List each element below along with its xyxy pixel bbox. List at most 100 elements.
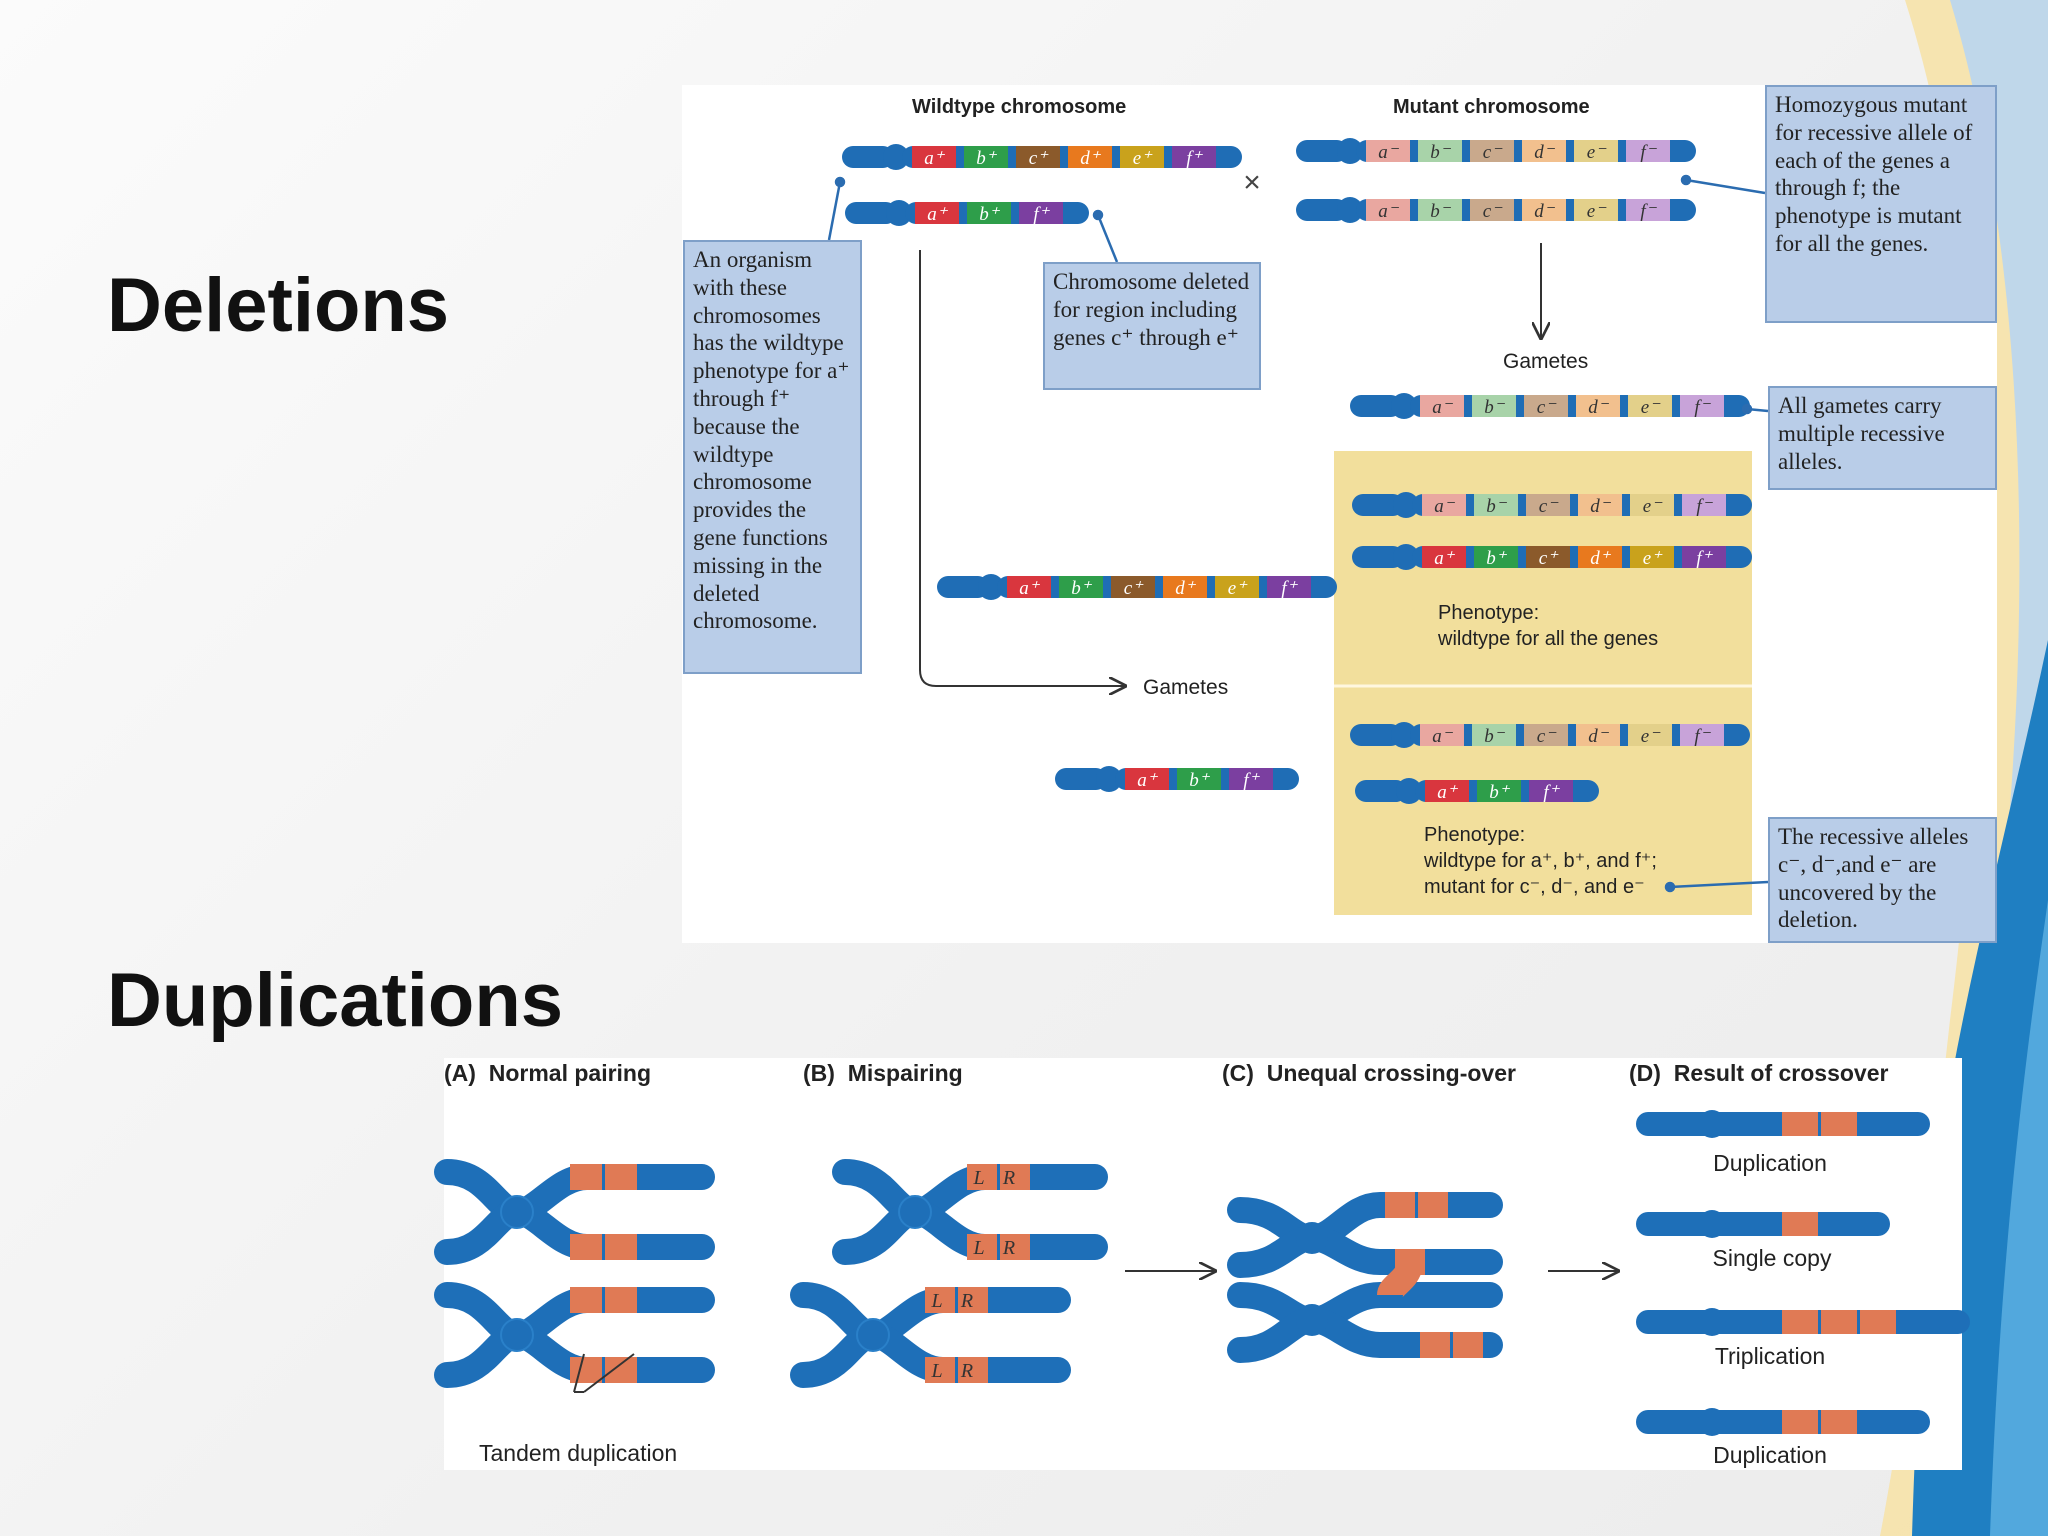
gene-label-a: a⁺ (1137, 770, 1159, 791)
mutant-chromosome-title: Mutant chromosome (1393, 96, 1590, 118)
gene-band-b (1418, 199, 1462, 221)
gene-label-f: f⁺ (1281, 578, 1298, 599)
centromere (1337, 197, 1363, 223)
gene-band-a (1366, 140, 1410, 162)
gene-band-f (1267, 576, 1311, 598)
chromosome-box1-mutant: a⁻b⁻c⁻d⁻e⁻f⁻ (1352, 492, 1752, 518)
gene-band-a (912, 146, 956, 168)
chromosome-arm (1055, 768, 1107, 790)
tandem-pointer (573, 1353, 635, 1393)
gene-band-f (1626, 199, 1670, 221)
result-chromosome-3 (1636, 1308, 1970, 1336)
gene-label-c: c⁻ (1537, 397, 1557, 418)
chromosome-gamete-wt-full: a⁺b⁺c⁺d⁺e⁺f⁺ (937, 574, 1337, 600)
gene-band-b (1418, 140, 1462, 162)
deletion-chromosomes: a⁺b⁺c⁺d⁺e⁺f⁺a⁺b⁺f⁺a⁻b⁻c⁻d⁻e⁻f⁻a⁻b⁻c⁻d⁻e⁻… (842, 138, 1752, 804)
chromosome-mutant-2: a⁻b⁻c⁻d⁻e⁻f⁻ (1296, 197, 1696, 223)
gene-band-f (1680, 395, 1724, 417)
gametes-label-left: Gametes (1143, 676, 1229, 699)
gene-label-e: e⁺ (1133, 148, 1153, 169)
gene-band-f (1682, 546, 1726, 568)
gene-band-d (1522, 199, 1566, 221)
chromosome-arm (842, 146, 894, 168)
gene-label-e: e⁻ (1641, 397, 1661, 418)
gene-label-b: b⁺ (1189, 770, 1211, 791)
phenotype-label-1: Phenotype: wildtype for all the genes (1438, 602, 1659, 650)
panel-a-title: (A) Normal pairing (444, 1060, 651, 1087)
duplicated-segment (925, 1287, 955, 1313)
gene-band-c (1470, 199, 1514, 221)
duplicated-segment (1000, 1164, 1030, 1190)
duplicated-segment (570, 1287, 602, 1313)
panel-c-crossover (1227, 1192, 1503, 1363)
gene-band-e (1630, 546, 1674, 568)
gene-band-e (1215, 576, 1259, 598)
duplicated-segment (1821, 1410, 1857, 1434)
phenotype-label-2: Phenotype: wildtype for a⁺, b⁺, and f⁺; … (1424, 824, 1657, 898)
centromere (856, 1318, 890, 1352)
chromosome-arm (1355, 780, 1407, 802)
duplicated-segment (925, 1357, 955, 1383)
gene-label-a: a⁻ (1432, 397, 1454, 418)
gene-band-a (1007, 576, 1051, 598)
segment-label-left: L (930, 1290, 942, 1312)
chromosome-arm (845, 202, 897, 224)
gene-band-a (1420, 395, 1464, 417)
centromere (1698, 1110, 1726, 1138)
gene-label-d: d⁻ (1588, 397, 1610, 418)
duplicated-segment (605, 1164, 637, 1190)
chromosome-box2-mutant: a⁻b⁻c⁻d⁻e⁻f⁻ (1350, 722, 1750, 748)
duplicated-segment (958, 1287, 988, 1313)
segment-label-left: L (930, 1360, 942, 1382)
result-label-2: Single copy (1712, 1245, 1832, 1271)
gene-label-a: a⁺ (1434, 548, 1456, 569)
chromosome-arm (1352, 546, 1404, 568)
panel-b-letter: (B) (803, 1060, 835, 1086)
gene-band-b (1059, 576, 1103, 598)
gene-label-a: a⁻ (1378, 201, 1400, 222)
wildtype-chromosome-title: Wildtype chromosome (912, 96, 1127, 118)
gene-label-f: f⁻ (1696, 496, 1713, 517)
gene-band-d (1576, 395, 1620, 417)
gene-band-d (1578, 546, 1622, 568)
gene-band-e (1120, 146, 1164, 168)
gene-band-f (1680, 724, 1724, 746)
centromere (1698, 1408, 1726, 1436)
tandem-duplication-label: Tandem duplication (479, 1440, 678, 1466)
panel-c-letter: (C) (1222, 1060, 1254, 1086)
gene-band-c (1526, 494, 1570, 516)
note-homozygous: Homozygous mutant for recessive allele o… (1765, 85, 1997, 323)
panel-c-text: Unequal crossing-over (1266, 1060, 1516, 1086)
gene-band-f (1682, 494, 1726, 516)
gene-label-f: f⁻ (1694, 397, 1711, 418)
gene-label-d: d⁻ (1590, 496, 1612, 517)
panel-d-text: Result of crossover (1673, 1060, 1889, 1086)
duplicated-segment (1420, 1332, 1450, 1358)
gene-band-a (1425, 780, 1469, 802)
gene-band-d (1522, 140, 1566, 162)
panel-a-upper-pair (434, 1159, 715, 1265)
chromosome-gamete-mutant: a⁻b⁻c⁻d⁻e⁻f⁻ (1350, 393, 1750, 419)
centromere (1391, 393, 1417, 419)
gene-label-f: f⁺ (1696, 548, 1713, 569)
segment-label-left: L (972, 1237, 984, 1259)
centromere (1698, 1308, 1726, 1336)
gene-label-b: b⁺ (976, 148, 998, 169)
gene-band-b (1472, 395, 1516, 417)
gene-band-e (1628, 724, 1672, 746)
gene-label-b: b⁻ (1484, 726, 1506, 747)
gene-band-b (1177, 768, 1221, 790)
gene-band-b (1474, 494, 1518, 516)
panel-b-text: Mispairing (847, 1060, 963, 1086)
gene-band-a (1420, 724, 1464, 746)
gene-band-a (1422, 494, 1466, 516)
callout-leaders (827, 174, 1769, 893)
gene-label-f: f⁻ (1640, 142, 1657, 163)
gene-label-d: d⁺ (1590, 548, 1612, 569)
chromosome-arm (1350, 724, 1402, 746)
gene-label-b: b⁻ (1430, 201, 1452, 222)
result-chromosome-2 (1636, 1210, 1890, 1238)
